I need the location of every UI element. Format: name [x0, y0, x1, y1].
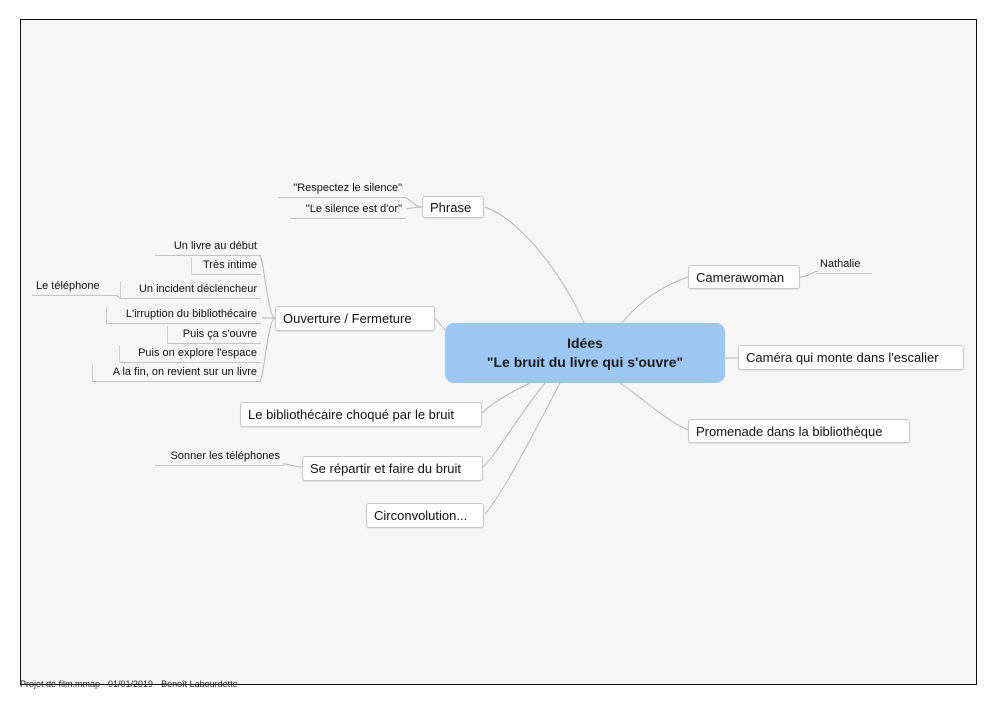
topic-circonvolution[interactable]: Circonvolution...: [366, 503, 484, 528]
leaf-irruption-bibliothecaire[interactable]: L'irruption du bibliothécaire: [106, 306, 261, 324]
topic-camerawoman[interactable]: Camerawoman: [688, 265, 800, 289]
topic-circonvolution-label: Circonvolution...: [374, 508, 468, 523]
topic-se-repartir[interactable]: Se répartir et faire du bruit: [302, 456, 483, 481]
leaf-incident-declencheur[interactable]: Un incident déclencheur: [120, 281, 261, 299]
topic-ouverture-label: Ouverture / Fermeture: [283, 311, 412, 326]
leaf-sonner-telephones[interactable]: Sonner les téléphones: [155, 448, 284, 466]
leaf-respectez-silence[interactable]: "Respectez le silence": [278, 180, 406, 198]
topic-camera-escalier[interactable]: Caméra qui monte dans l'escalier: [738, 345, 964, 370]
leaf-le-telephone[interactable]: Le téléphone: [32, 278, 116, 296]
topic-phrase-label: Phrase: [430, 199, 472, 215]
topic-promenade[interactable]: Promenade dans la bibliothèque: [688, 419, 910, 443]
central-topic[interactable]: Idées "Le bruit du livre qui s'ouvre": [445, 323, 725, 383]
topic-promenade-label: Promenade dans la bibliothèque: [696, 423, 883, 439]
topic-camerawoman-label: Camerawoman: [696, 269, 785, 285]
topic-camera-label: Caméra qui monte dans l'escalier: [746, 350, 939, 365]
leaf-tres-intime[interactable]: Très intime: [191, 257, 261, 275]
leaf-nathalie[interactable]: Nathalie: [816, 256, 872, 274]
central-topic-title: Idées: [567, 335, 603, 351]
topic-se-repartir-label: Se répartir et faire du bruit: [310, 461, 462, 476]
footer-file-info: Projet de film.mmap - 01/01/2019 - Benoî…: [20, 679, 238, 689]
leaf-livre-debut[interactable]: Un livre au début: [155, 238, 261, 256]
leaf-explore-espace[interactable]: Puis on explore l'espace: [119, 345, 261, 363]
topic-bibliothecaire-label: Le bibliothécaire choqué par le bruit: [248, 407, 454, 422]
topic-ouverture-fermeture[interactable]: Ouverture / Fermeture: [275, 306, 435, 331]
leaf-silence-or[interactable]: "Le silence est d'or": [290, 201, 406, 219]
leaf-fin-revient-livre[interactable]: A la fin, on revient sur un livre: [92, 364, 261, 382]
leaf-puis-ca-souvre[interactable]: Puis ça s'ouvre: [167, 326, 261, 344]
central-topic-subtitle: "Le bruit du livre qui s'ouvre": [486, 354, 684, 370]
topic-bibliothecaire-choque[interactable]: Le bibliothécaire choqué par le bruit: [240, 402, 482, 427]
topic-phrase[interactable]: Phrase: [422, 196, 484, 218]
